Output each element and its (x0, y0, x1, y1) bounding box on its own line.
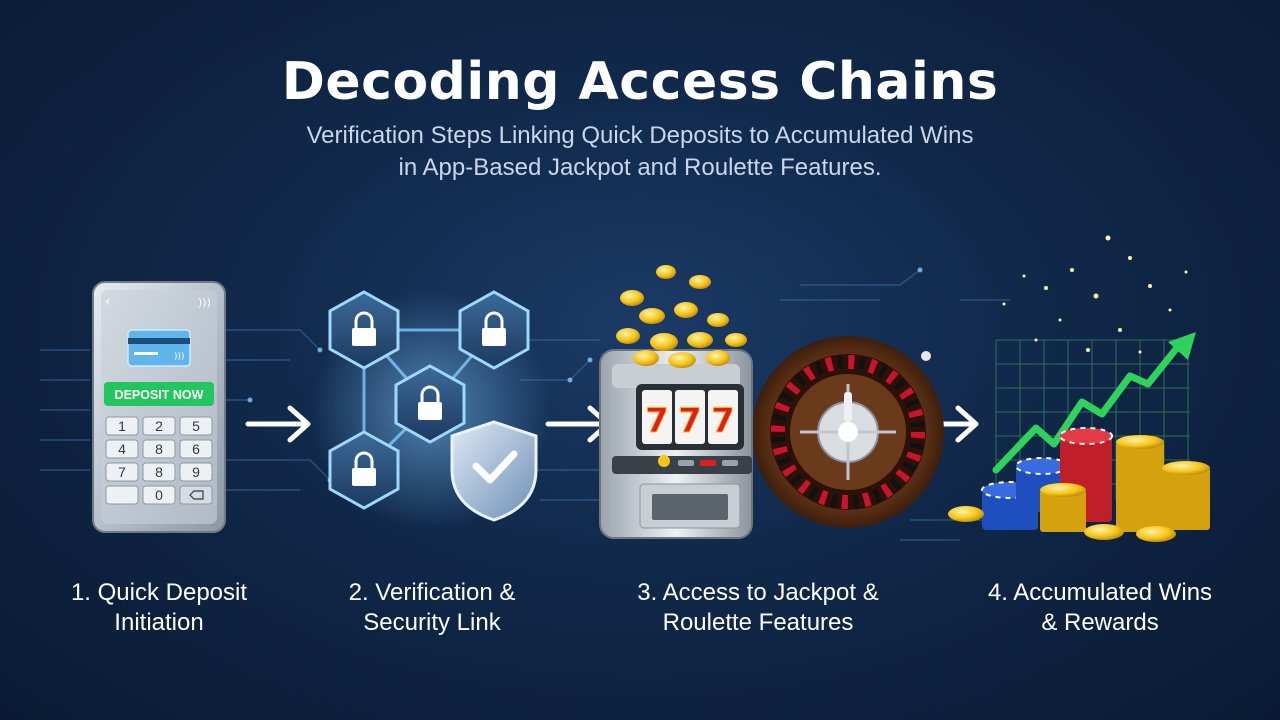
shield-lock-icon (310, 290, 550, 530)
lock-hex-2 (458, 290, 530, 370)
lock-hex-4 (328, 430, 400, 510)
step-1-line-2: Initiation (114, 609, 204, 636)
svg-text:‹: ‹ (105, 294, 111, 310)
key-0: 1 (118, 418, 126, 434)
reel-2: 7 (678, 401, 702, 441)
step-2-line-2: Security Link (363, 609, 501, 636)
trend-arrowhead (1168, 332, 1196, 360)
key-8: 9 (192, 464, 200, 480)
gold-coins (616, 265, 747, 368)
deposit-now-label: DEPOSIT NOW (115, 388, 204, 402)
slot-roulette-icon: 7 7 7 (599, 265, 944, 539)
keypad-row-4: 0 (105, 485, 213, 505)
keypad: 1 2 5 4 8 6 7 8 9 0 (105, 416, 213, 505)
step-label-3: 3. Access to Jackpot & Roulette Features (613, 578, 903, 638)
key-10: 0 (155, 487, 163, 503)
key-6: 7 (118, 464, 126, 480)
lock-hex-1 (328, 290, 400, 370)
key-4: 8 (155, 441, 163, 457)
trend-line (992, 340, 1184, 474)
coin-stacks (948, 435, 1210, 542)
key-2: 5 (192, 418, 200, 434)
keypad-row-3: 7 8 9 (105, 462, 213, 482)
page-title: Decoding Access Chains (281, 52, 999, 112)
reel-1: 7 (645, 401, 669, 441)
step-label-4: 4. Accumulated Wins & Rewards (960, 578, 1240, 638)
step-label-1: 1. Quick Deposit Initiation (24, 578, 294, 638)
keypad-row-2: 4 8 6 (105, 439, 213, 459)
key-5: 6 (192, 441, 200, 457)
reel-3: 7 (711, 401, 735, 441)
step-label-2: 2. Verification & Security Link (297, 578, 567, 638)
deposit-now-button[interactable] (104, 382, 214, 406)
step-4-line-2: & Rewards (1041, 609, 1159, 636)
lock-hex-3 (394, 364, 466, 444)
subtitle-line-2: in App-Based Jackpot and Roulette Featur… (398, 154, 882, 181)
key-3: 4 (118, 441, 126, 457)
stars (1002, 235, 1188, 354)
checkmark-shield (450, 420, 538, 522)
keypad-row-1: 1 2 5 (105, 416, 213, 436)
backspace-icon (189, 490, 204, 500)
key-7: 8 (155, 464, 163, 480)
step-3-line-2: Roulette Features (662, 609, 854, 636)
key-1: 2 (155, 418, 163, 434)
step-4-line-1: 4. Accumulated Wins (987, 579, 1213, 606)
step-1-line-1: 1. Quick Deposit (70, 579, 248, 606)
arrow-icon (245, 405, 311, 443)
slot-machine: 7 7 7 (599, 349, 753, 539)
rising-chart-coins-icon (948, 235, 1210, 542)
svg-text:))): ))) (174, 352, 185, 362)
roulette-wheel (752, 336, 944, 528)
step-3-line-1: 3. Access to Jackpot & (637, 579, 879, 606)
svg-text:))): ))) (198, 296, 211, 309)
subtitle-line-1: Verification Steps Linking Quick Deposit… (306, 122, 974, 149)
step-2-line-1: 2. Verification & (348, 579, 516, 606)
